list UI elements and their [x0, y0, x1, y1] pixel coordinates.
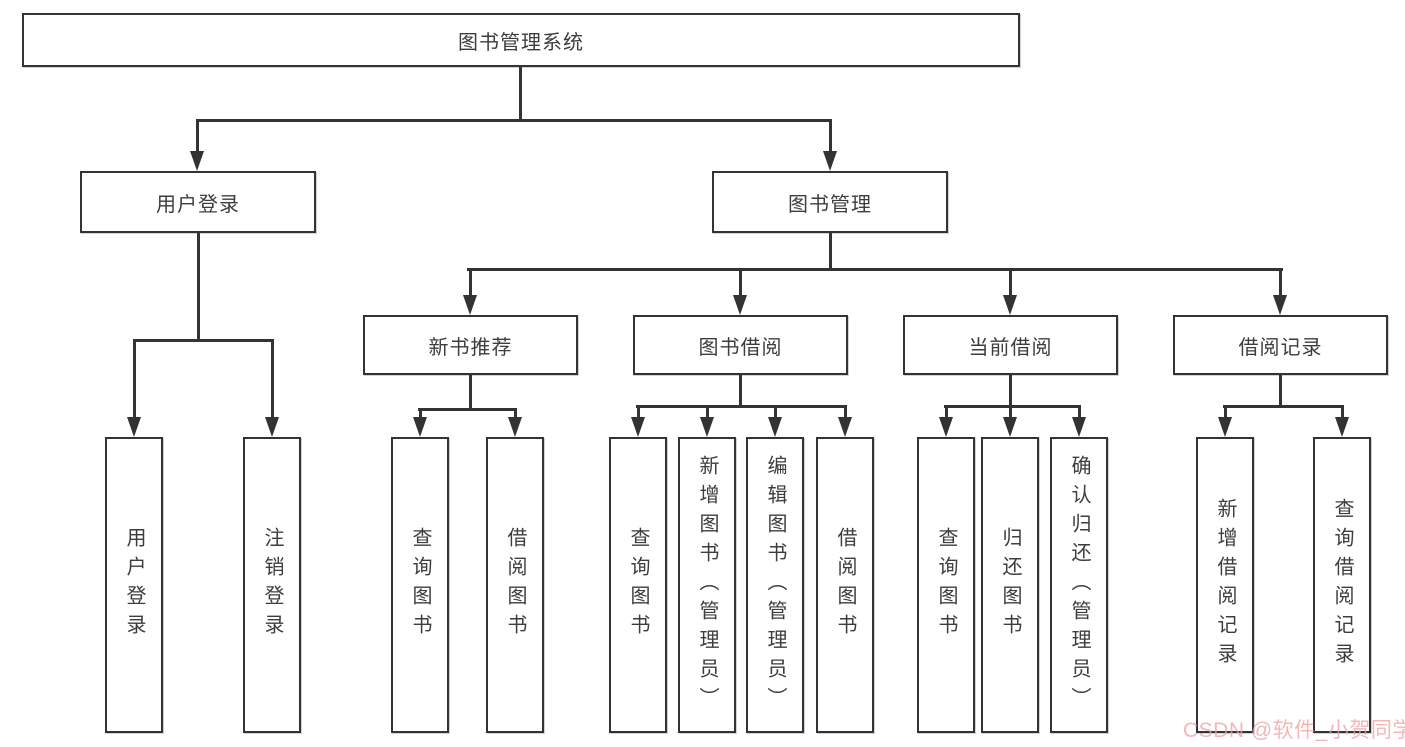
leaf-query-borrow-record: 查询借阅记录: [1313, 437, 1371, 733]
connector-line: [739, 268, 742, 297]
arrowhead-icon: [413, 417, 427, 437]
leaf-label: 注销登录: [261, 527, 283, 643]
leaf-query-books-borrow: 查询图书: [609, 437, 667, 733]
connector-line: [133, 339, 136, 418]
arrowhead-icon: [1003, 417, 1017, 437]
arrowhead-icon: [1273, 295, 1287, 315]
connector-line: [706, 405, 709, 419]
leaf-user-login: 用户登录: [105, 437, 163, 733]
leaf-label: 借阅图书: [504, 527, 526, 643]
arrowhead-icon: [939, 417, 953, 437]
leaf-edit-books-admin: 编辑图书（管理员）: [746, 437, 804, 733]
leaf-borrow-books-recommend: 借阅图书: [486, 437, 544, 733]
leaf-return-books: 归还图书: [981, 437, 1039, 733]
connector-line: [469, 375, 472, 411]
arrowhead-icon: [190, 151, 204, 171]
leaf-borrow-books: 借阅图书: [816, 437, 874, 733]
leaf-label: 用户登录: [123, 527, 145, 643]
connector-line: [196, 119, 199, 153]
node-borrow-records: 借阅记录: [1173, 315, 1388, 375]
connector-line: [467, 268, 1283, 271]
leaf-query-books-recommend: 查询图书: [391, 437, 449, 733]
leaf-label: 查询图书: [935, 527, 957, 643]
connector-line: [1279, 375, 1282, 408]
arrowhead-icon: [127, 417, 141, 437]
connector-line: [271, 339, 274, 418]
connector-line: [829, 119, 832, 153]
arrowhead-icon: [823, 151, 837, 171]
arrowhead-icon: [733, 295, 747, 315]
connector-line: [133, 339, 274, 342]
connector-line: [196, 119, 832, 122]
arrowhead-icon: [631, 417, 645, 437]
connector-line: [519, 67, 522, 121]
arrowhead-icon: [838, 417, 852, 437]
arrowhead-icon: [1072, 417, 1086, 437]
leaf-label: 编辑图书（管理员）: [764, 454, 786, 716]
connector-line: [829, 233, 832, 270]
leaf-add-books-admin: 新增图书（管理员）: [678, 437, 736, 733]
watermark: CSDN @软件_小贺同学: [1183, 719, 1405, 742]
node-current-borrow: 当前借阅: [903, 315, 1118, 375]
connector-line: [1009, 268, 1012, 297]
arrowhead-icon: [508, 417, 522, 437]
connector-line: [1009, 375, 1012, 408]
leaf-confirm-return-admin: 确认归还（管理员）: [1050, 437, 1108, 733]
connector-line: [469, 268, 472, 297]
node-root: 图书管理系统: [22, 13, 1020, 67]
arrowhead-icon: [700, 417, 714, 437]
leaf-label: 查询图书: [627, 527, 649, 643]
leaf-label: 新增图书（管理员）: [696, 454, 718, 716]
connector-line: [1224, 405, 1227, 419]
leaf-add-borrow-record: 新增借阅记录: [1196, 437, 1254, 733]
connector-line: [636, 405, 846, 408]
node-book-borrow: 图书借阅: [633, 315, 848, 375]
node-book-management: 图书管理: [712, 171, 948, 233]
connector-line: [1341, 405, 1344, 419]
connector-line: [844, 405, 847, 419]
leaf-query-books-current: 查询图书: [917, 437, 975, 733]
connector-line: [1223, 405, 1344, 408]
leaf-label: 确认归还（管理员）: [1068, 454, 1090, 716]
connector-line: [418, 408, 517, 411]
arrowhead-icon: [265, 417, 279, 437]
leaf-label: 归还图书: [999, 527, 1021, 643]
arrowhead-icon: [1218, 417, 1232, 437]
connector-line: [419, 408, 422, 419]
node-user-login: 用户登录: [80, 171, 316, 233]
node-new-book-recommend: 新书推荐: [363, 315, 578, 375]
arrowhead-icon: [1335, 417, 1349, 437]
leaf-label: 查询图书: [409, 527, 431, 643]
connector-line: [1078, 405, 1081, 419]
connector-line: [944, 405, 1081, 408]
connector-line: [1279, 268, 1282, 297]
connector-line: [945, 405, 948, 419]
arrowhead-icon: [768, 417, 782, 437]
arrowhead-icon: [1003, 295, 1017, 315]
connector-line: [774, 405, 777, 419]
connector-line: [1009, 405, 1012, 419]
leaf-label: 查询借阅记录: [1331, 498, 1353, 672]
connector-line: [197, 233, 200, 341]
connector-line: [637, 405, 640, 419]
arrowhead-icon: [463, 295, 477, 315]
connector-line: [514, 408, 517, 419]
leaf-logout: 注销登录: [243, 437, 301, 733]
connector-line: [739, 375, 742, 408]
leaf-label: 借阅图书: [834, 527, 856, 643]
leaf-label: 新增借阅记录: [1214, 498, 1236, 672]
